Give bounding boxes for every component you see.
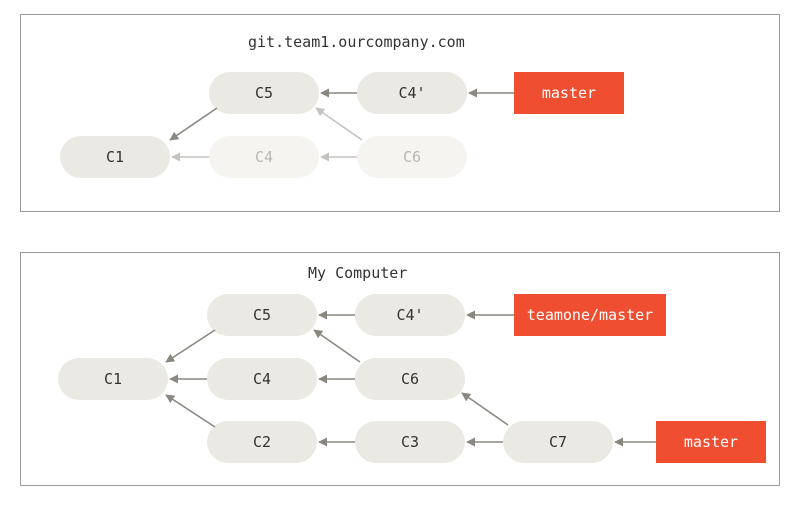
remote-commit-c6: C6 (357, 136, 467, 178)
local-ref-teamone-master: teamone/master (514, 294, 666, 336)
local-commit-c7: C7 (503, 421, 613, 463)
arrow-local-c2-to-c1 (165, 394, 216, 428)
local-panel-title: My Computer (308, 264, 408, 282)
remote-commit-c4-prime: C4' (357, 72, 467, 114)
local-commit-c4: C4 (207, 358, 317, 400)
local-commit-c6: C6 (355, 358, 465, 400)
arrow-remote-c5-to-c1 (169, 107, 218, 141)
local-commit-c1: C1 (58, 358, 168, 400)
arrow-remote-c6-to-c5 (315, 107, 363, 141)
arrow-local-c5-to-c1 (165, 329, 216, 363)
remote-commit-c4: C4 (209, 136, 319, 178)
arrow-local-c7-to-c6 (461, 392, 509, 426)
local-commit-c5: C5 (207, 294, 317, 336)
local-commit-c3: C3 (355, 421, 465, 463)
local-commit-c2: C2 (207, 421, 317, 463)
arrow-local-c6-to-c5 (313, 329, 361, 363)
remote-panel-title: git.team1.ourcompany.com (248, 33, 465, 51)
local-commit-c4-prime: C4' (355, 294, 465, 336)
remote-commit-c5: C5 (209, 72, 319, 114)
local-ref-master: master (656, 421, 766, 463)
remote-ref-master: master (514, 72, 624, 114)
remote-commit-c1: C1 (60, 136, 170, 178)
